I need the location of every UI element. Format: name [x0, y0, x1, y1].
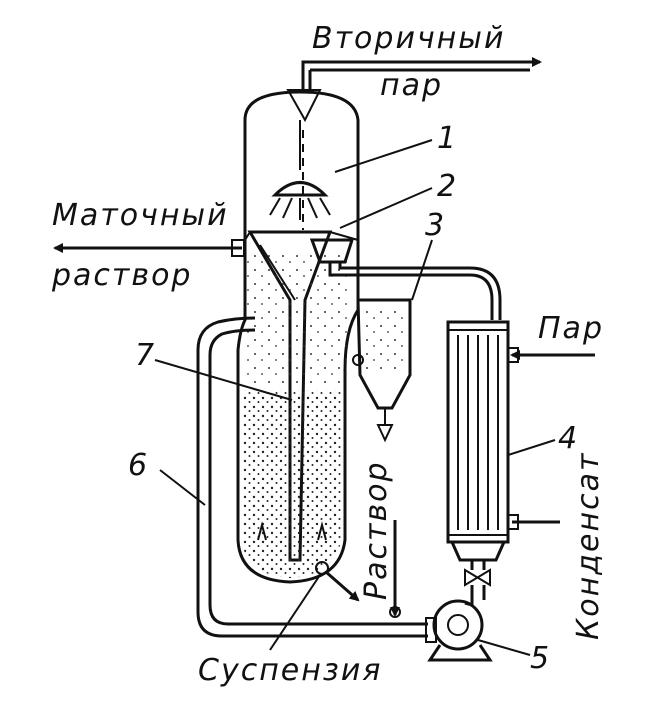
label-suspension: Суспензия: [198, 653, 382, 688]
circulation-pipe: [196, 316, 437, 643]
part-number-7: 7: [135, 338, 154, 373]
hydrocyclone: [352, 298, 412, 443]
secondary-steam-pipe: [301, 57, 542, 92]
circulation-pump: [427, 599, 493, 662]
vessel-body: [236, 89, 360, 584]
part-number-2: 2: [437, 169, 456, 204]
label-secondary-steam-line1: Вторичный: [312, 21, 505, 56]
suspension-outlet: [315, 561, 360, 602]
part-number-5: 5: [530, 641, 549, 676]
label-solution: Раствор: [359, 460, 394, 600]
heat-exchanger: [446, 320, 595, 600]
label-secondary-steam-line2: пар: [380, 68, 443, 103]
part-number-6: 6: [128, 448, 147, 483]
trough-and-top-pipe: [309, 238, 502, 320]
label-mother-liquor-line1: Маточный: [52, 198, 229, 233]
mother-liquor-outlet: [53, 239, 245, 257]
leader-lines: [154, 139, 556, 656]
part-number-4: 4: [558, 421, 577, 456]
part-number-3: 3: [425, 208, 444, 243]
label-steam: Пар: [538, 311, 604, 346]
part-number-1: 1: [437, 121, 456, 156]
label-condensate: Конденсат: [571, 452, 606, 640]
label-mother-liquor-line2: раствор: [51, 258, 192, 293]
